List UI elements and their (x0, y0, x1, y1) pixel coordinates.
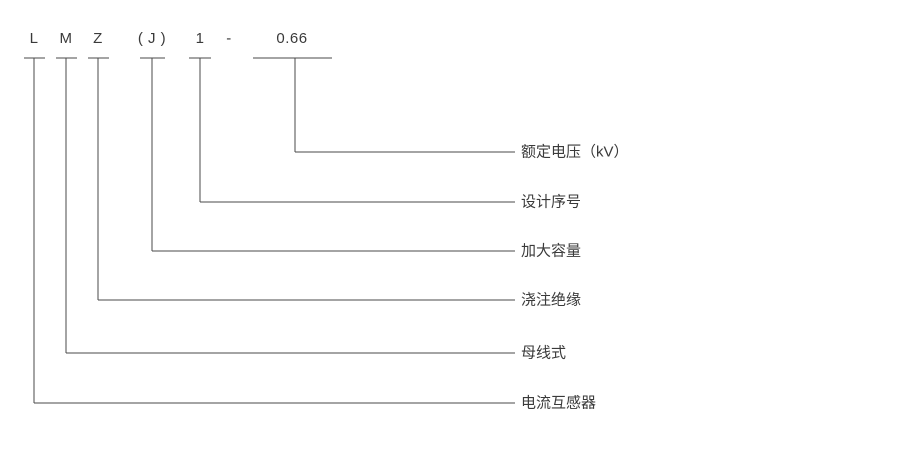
description-label-design-serial: 设计序号 (521, 193, 582, 211)
code-segment-0.66: 0.66 (276, 30, 308, 47)
code-segment-M: M (59, 30, 73, 47)
code-segment-dash: - (226, 30, 232, 47)
code-segment-Z: Z (93, 30, 103, 47)
description-label-current-transformer: 电流互感器 (521, 394, 597, 412)
description-label-increased-capacity: 加大容量 (521, 242, 582, 260)
code-segment-L: L (29, 30, 39, 47)
description-label-busbar-type: 母线式 (521, 344, 567, 362)
description-label-rated-voltage: 额定电压（kV） (521, 143, 629, 161)
code-segment-J: ( J ) (137, 30, 167, 47)
code-segment-1: 1 (195, 30, 205, 47)
description-label-cast-insulation: 浇注绝缘 (521, 291, 582, 309)
